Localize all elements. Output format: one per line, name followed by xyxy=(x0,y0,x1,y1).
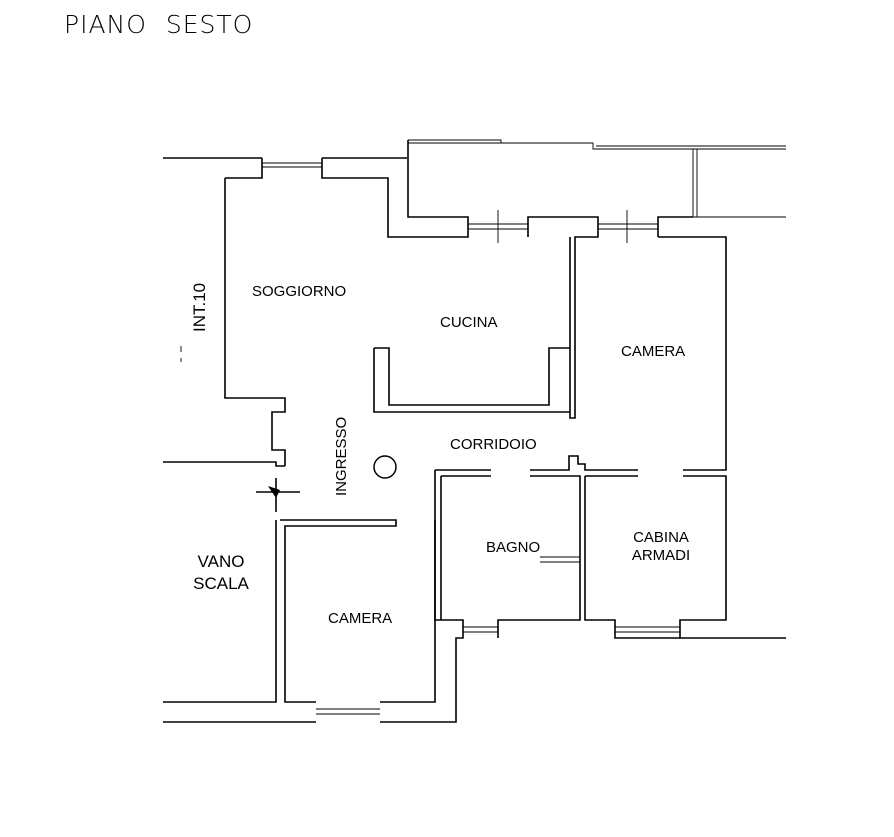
room-label-camera-bottom: CAMERA xyxy=(328,610,393,627)
room-label-ingresso: INGRESSO xyxy=(333,416,350,496)
vano-line1: VANO xyxy=(197,552,245,571)
room-label-corridoio: CORRIDOIO xyxy=(450,436,537,453)
room-label-camera-top: CAMERA xyxy=(621,343,686,360)
room-label-bagno: BAGNO xyxy=(486,539,541,556)
cabina-line2: ARMADI xyxy=(631,547,691,564)
room-label-vano-scala: VANO SCALA xyxy=(185,551,257,595)
outer-walls xyxy=(163,139,786,723)
floor-title: PIANO SESTO xyxy=(64,10,254,39)
room-label-cucina: CUCINA xyxy=(440,314,498,331)
vano-line2: SCALA xyxy=(193,574,249,593)
room-label-soggiorno: SOGGIORNO xyxy=(252,283,347,300)
unit-label-int: INT.10 xyxy=(190,282,209,332)
cabina-line1: CABINA xyxy=(633,529,689,546)
room-label-cabina-armadi: CABINA ARMADI xyxy=(626,529,696,565)
